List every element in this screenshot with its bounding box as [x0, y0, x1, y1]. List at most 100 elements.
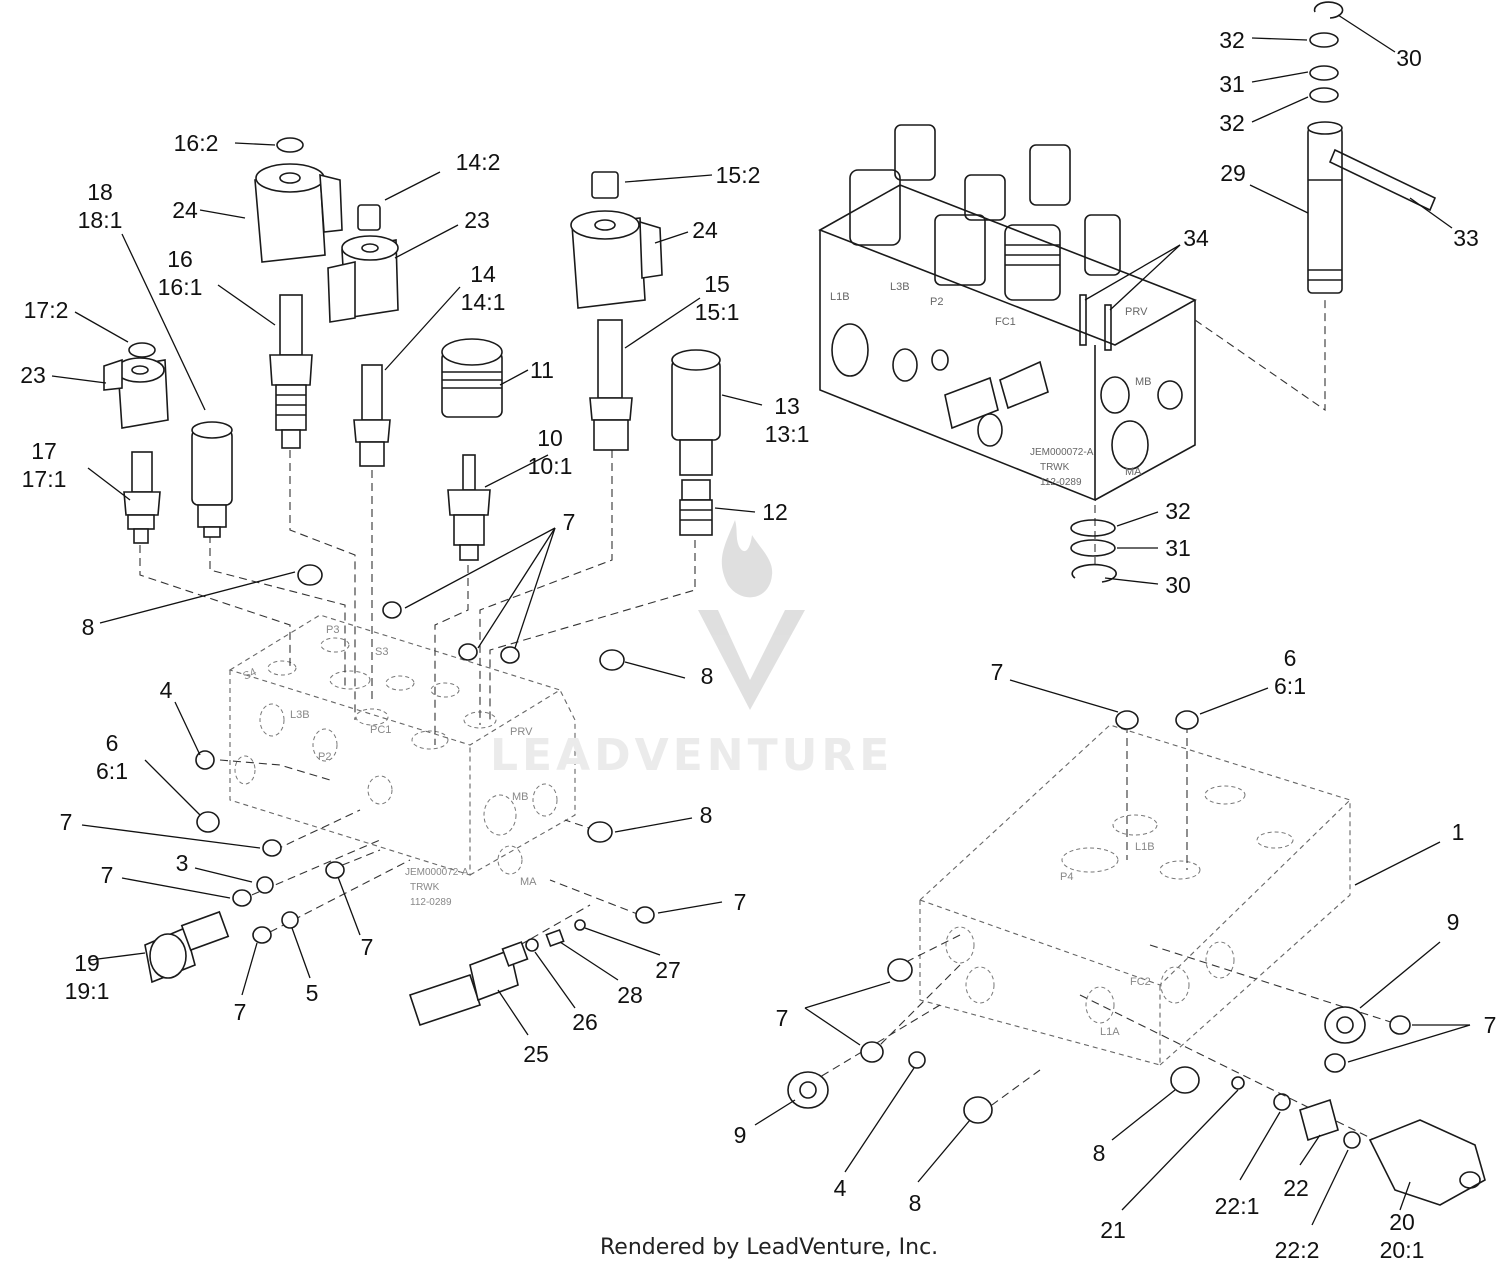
- callout-16-2: 16:2: [173, 130, 219, 156]
- callout-19: 19 19:1: [64, 950, 110, 1004]
- svg-text:L1A: L1A: [1100, 1026, 1120, 1038]
- callout-32: 32: [1219, 27, 1245, 53]
- callout-27: 27: [655, 957, 681, 983]
- callout-7-h: 7: [1483, 1012, 1497, 1038]
- callout-24: 24: [172, 197, 198, 223]
- part-12-valve: [679, 479, 713, 536]
- part-29-spool: [1307, 1, 1437, 294]
- callout-16: 16 16:1: [157, 246, 203, 300]
- callout-10: 10 10:1: [527, 425, 573, 479]
- callout-7-c: 7: [100, 862, 114, 888]
- callout-28: 28: [617, 982, 643, 1008]
- callout-15: 15 15:1: [694, 271, 740, 325]
- svg-text:S3: S3: [375, 646, 388, 658]
- svg-text:MA: MA: [1125, 466, 1142, 478]
- svg-text:112-0289: 112-0289: [1040, 477, 1082, 488]
- callout-18: 18 18:1: [77, 179, 123, 233]
- svg-text:JEM000072-A: JEM000072-A: [405, 867, 469, 878]
- svg-text:L1B: L1B: [830, 291, 850, 303]
- part-23-coil-b: [327, 204, 399, 323]
- callout-4: 4: [159, 677, 173, 703]
- callout-3: 3: [175, 850, 189, 876]
- svg-text:TRWK: TRWK: [1040, 462, 1070, 473]
- svg-text:S4: S4: [241, 666, 258, 683]
- svg-text:PRV: PRV: [1125, 306, 1148, 318]
- callout-8-e: 8: [1092, 1140, 1106, 1166]
- callout-24-b: 24: [692, 217, 718, 243]
- callout-7-d: 7: [360, 934, 374, 960]
- svg-text:P3: P3: [326, 624, 339, 636]
- assembled-manifold: L1B L3B P2 FC1 PRV MB MA JEM000072-A TRW…: [818, 124, 1326, 570]
- callout-6-b: 6 6:1: [1274, 645, 1306, 699]
- callout-23-b: 23: [20, 362, 46, 388]
- svg-text:L3B: L3B: [290, 709, 310, 721]
- svg-text:MA: MA: [520, 876, 537, 888]
- callout-11: 11: [530, 357, 554, 383]
- callout-5: 5: [305, 980, 319, 1006]
- callout-8: 8: [81, 614, 95, 640]
- callout-14: 14 14:1: [460, 261, 506, 315]
- svg-text:MB: MB: [512, 791, 529, 803]
- callout-17-2: 17:2: [23, 297, 69, 323]
- svg-text:P2: P2: [930, 296, 943, 308]
- watermark-logo: [698, 520, 805, 710]
- callout-4-b: 4: [833, 1175, 847, 1201]
- svg-text:FC2: FC2: [1130, 976, 1151, 988]
- part-10-valve: [447, 454, 491, 561]
- svg-text:FC1: FC1: [995, 316, 1016, 328]
- svg-text:L1B: L1B: [1135, 841, 1155, 853]
- svg-text:TRWK: TRWK: [410, 882, 440, 893]
- lower-right-parts: [787, 710, 1486, 1206]
- callout-22: 22: [1283, 1175, 1309, 1201]
- callout-9: 9: [1446, 909, 1460, 935]
- callout-7-b: 7: [59, 809, 73, 835]
- callout-32-c: 32: [1165, 498, 1191, 524]
- callout-31-b: 31: [1165, 535, 1191, 561]
- part-13-valve: [671, 349, 721, 476]
- callout-34: 34: [1183, 225, 1209, 251]
- svg-text:JEM000072-A: JEM000072-A: [1030, 447, 1094, 458]
- svg-text:L3B: L3B: [890, 281, 910, 293]
- callout-17: 17 17:1: [21, 438, 67, 492]
- callout-7-f: 7: [233, 999, 247, 1025]
- callout-30-b: 30: [1165, 572, 1191, 598]
- callout-6: 6 6:1: [96, 730, 128, 784]
- callout-13: 13 13:1: [764, 393, 810, 447]
- callout-29: 29: [1220, 160, 1246, 186]
- callout-15-2: 15:2: [715, 162, 761, 188]
- callout-23: 23: [464, 207, 490, 233]
- svg-text:112-0289: 112-0289: [410, 897, 452, 908]
- svg-text:MB: MB: [1135, 376, 1152, 388]
- part-17-valve: [123, 451, 161, 544]
- callout-12: 12: [762, 499, 788, 525]
- svg-text:PC1: PC1: [370, 724, 391, 736]
- part-30-31-32-rings-lower: [1070, 519, 1117, 583]
- left-manifold-block: S4 L3B P3 S3 PC1 P2 PRV MB MA JEM000072-…: [228, 614, 576, 908]
- callout-32-b: 32: [1219, 110, 1245, 136]
- callout-leaders: [51, 14, 1471, 1226]
- callout-30: 30: [1396, 45, 1422, 71]
- callout-8-b: 8: [700, 663, 714, 689]
- callout-21: 21: [1100, 1217, 1126, 1243]
- left-small-plugs: [195, 564, 655, 944]
- callout-31: 31: [1219, 71, 1245, 97]
- footer-credit: Rendered by LeadVenture, Inc.: [600, 1235, 939, 1260]
- callout-7-i: 7: [775, 1005, 789, 1031]
- callout-20: 20 20:1: [1379, 1209, 1425, 1263]
- callout-22-2: 22:2: [1274, 1237, 1320, 1263]
- part-11-knob: [441, 338, 503, 418]
- svg-text:P2: P2: [318, 751, 331, 763]
- svg-text:P4: P4: [1060, 871, 1073, 883]
- callout-1: 1: [1451, 819, 1465, 845]
- callout-22-1: 22:1: [1214, 1193, 1260, 1219]
- callout-8-d: 8: [908, 1190, 922, 1216]
- callout-25: 25: [523, 1041, 549, 1067]
- callout-8-c: 8: [699, 802, 713, 828]
- callout-9-b: 9: [733, 1122, 747, 1148]
- part-23-coil: [103, 342, 169, 429]
- svg-text:PRV: PRV: [510, 726, 533, 738]
- part-16-valve: [269, 294, 313, 449]
- callout-7-e: 7: [733, 889, 747, 915]
- part-18-valve: [191, 421, 233, 538]
